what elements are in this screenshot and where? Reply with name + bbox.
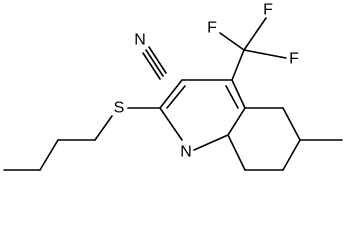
structure-canvas: N F F F S N bbox=[3, 2, 343, 171]
atom-labels: N F F F S N bbox=[114, 2, 299, 161]
bond-c4a-c8a bbox=[227, 107, 246, 136]
bond-cf3-fright bbox=[243, 49, 287, 59]
bond-nitrile-1 bbox=[145, 49, 164, 77]
atom-f-left: F bbox=[207, 20, 217, 37]
bond-nitrile-3 bbox=[142, 52, 161, 80]
bond-c5-c6 bbox=[282, 107, 301, 141]
bond-c2-c3 bbox=[159, 79, 183, 109]
bond-c4-c4a bbox=[231, 79, 246, 109]
bond-c6-c7 bbox=[282, 139, 301, 171]
molecule-structure: N F F F S N bbox=[3, 2, 343, 171]
bond-c4-c4a-double bbox=[225, 85, 239, 109]
atom-nitrile-n: N bbox=[134, 32, 146, 49]
atom-f-top: F bbox=[263, 2, 273, 19]
bond-c8-c8a bbox=[227, 134, 246, 171]
bond-c2-c3-double bbox=[166, 85, 186, 109]
atom-f-right: F bbox=[289, 51, 299, 68]
bonds bbox=[3, 17, 343, 171]
atom-ring-n: N bbox=[180, 144, 192, 161]
bond-cf3-fleft bbox=[219, 32, 245, 51]
bond-s-c1 bbox=[94, 115, 113, 141]
bond-n-c2 bbox=[159, 107, 183, 141]
bond-c4-cf3 bbox=[231, 49, 245, 81]
bond-cf3-ftop bbox=[243, 17, 267, 51]
bond-c8a-n bbox=[193, 134, 229, 151]
bond-nitrile-2 bbox=[148, 46, 167, 74]
atom-s: S bbox=[114, 100, 125, 117]
bond-c2-c3-butyl bbox=[39, 139, 59, 171]
